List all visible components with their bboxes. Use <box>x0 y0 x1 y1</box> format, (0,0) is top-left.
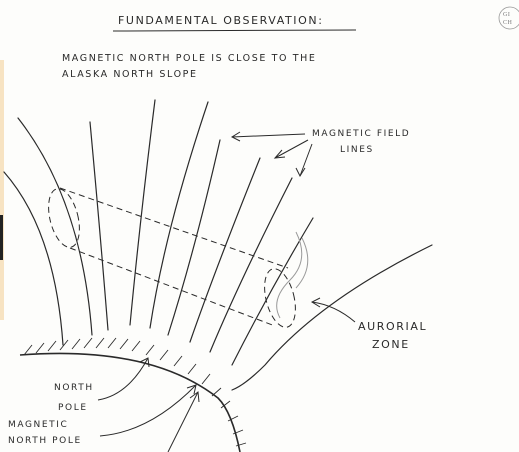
hatch-mark <box>132 341 140 351</box>
title: FUNDAMENTAL OBSERVATION: <box>118 14 324 27</box>
field-line <box>190 158 260 342</box>
arrow-shaft <box>275 140 308 158</box>
magnetic-field-lines <box>4 100 432 390</box>
hatch-mark <box>108 338 116 348</box>
field-lines-label-1: MAGNETIC FIELD <box>312 129 410 139</box>
hatch-mark <box>84 338 92 348</box>
field-lines-arrows <box>232 132 312 176</box>
hatch-mark <box>146 345 154 355</box>
hatch-mark <box>36 343 44 353</box>
north-pole-label-2: POLE <box>58 403 88 413</box>
statement-line-2: ALASKA NORTH SLOPE <box>62 69 198 80</box>
flux-tube-top-edge <box>60 188 288 268</box>
hatch-mark <box>48 341 56 351</box>
corner-stamp-line-2: CH <box>503 20 513 26</box>
arrow-shaft <box>312 302 355 322</box>
left-edge-mark <box>0 215 3 260</box>
arrow-shaft <box>300 144 312 176</box>
auroral-sketch <box>277 232 308 318</box>
hatch-mark <box>212 388 221 396</box>
hatch-mark <box>72 339 80 349</box>
field-line <box>4 172 63 345</box>
flux-tube <box>43 186 301 331</box>
field-line <box>130 100 155 325</box>
hatch-mark <box>188 364 196 374</box>
corner-stamp-line-1: GI <box>503 12 510 18</box>
statement-line-1: MAGNETIC NORTH POLE IS CLOSE TO THE <box>62 53 316 64</box>
arrow-shaft <box>168 392 198 452</box>
arrow-shaft <box>232 134 305 137</box>
hatch-mark <box>202 374 210 384</box>
flux-tube-bottom-edge <box>70 248 275 326</box>
auroral-zone-label-1: AURORIAL <box>358 320 427 333</box>
flux-tube-end-left <box>43 186 85 251</box>
aurora-curtain <box>296 238 308 288</box>
field-line <box>150 102 208 328</box>
field-line <box>18 118 92 335</box>
hatch-mark <box>174 356 182 366</box>
field-line <box>232 245 432 390</box>
field-line <box>90 122 108 330</box>
hatch-mark <box>160 350 168 360</box>
north-pole-arrow <box>98 358 149 400</box>
arrowhead-icon <box>296 168 305 176</box>
hatch-mark <box>60 340 68 350</box>
hatch-mark <box>96 338 104 348</box>
arrowhead-icon <box>275 150 285 158</box>
magnetic-pole-label-1: MAGNETIC <box>8 420 68 430</box>
north-pole-label-1: NORTH <box>54 383 94 393</box>
field-line <box>232 218 313 365</box>
auroral-zone-label-2: ZONE <box>372 338 410 351</box>
left-edge-accent <box>0 60 4 320</box>
field-lines-label-2: LINES <box>340 145 374 155</box>
hatch-mark <box>120 339 128 349</box>
arrow-shaft <box>98 358 148 400</box>
magnetic-pole-label-2: NORTH POLE <box>8 436 82 446</box>
arrow-shaft <box>100 385 196 436</box>
title-underline <box>113 30 356 31</box>
magnetic-pole-arrow <box>100 385 196 436</box>
bottom-arrow <box>168 392 199 452</box>
field-line <box>168 140 220 335</box>
auroral-zone-arrow <box>312 298 355 322</box>
